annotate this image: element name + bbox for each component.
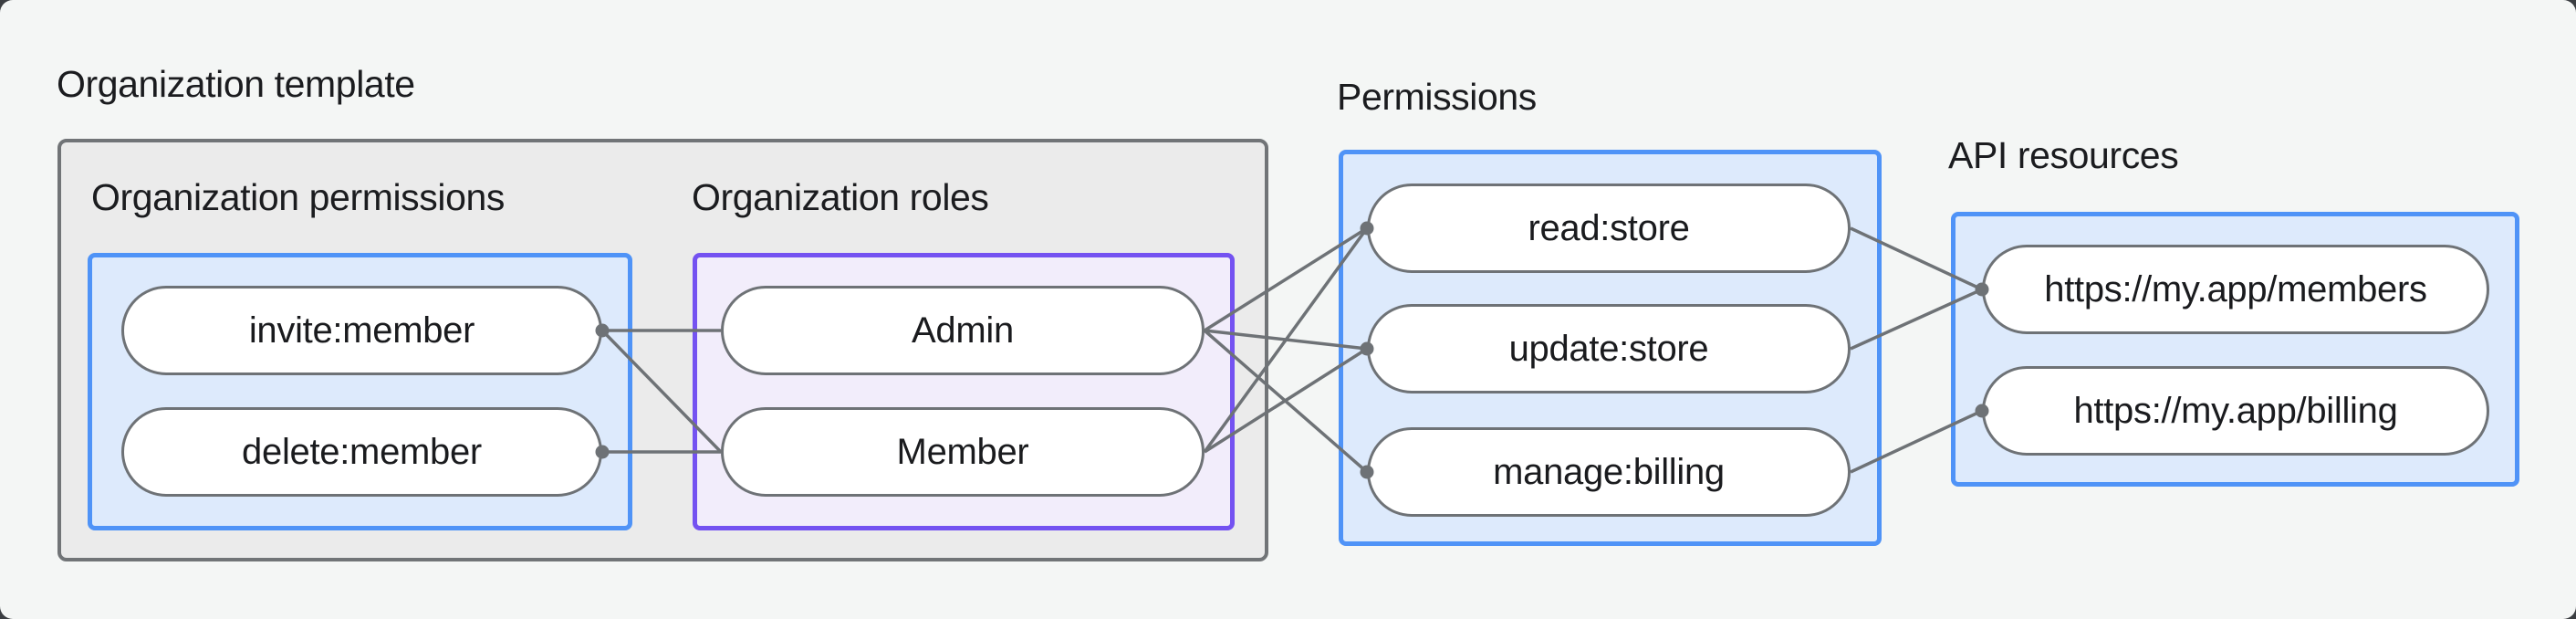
node-invite-member: invite:member xyxy=(121,286,602,375)
node-read-store: read:store xyxy=(1367,184,1851,273)
node-update-store: update:store xyxy=(1367,304,1851,393)
node-api-members-url: https://my.app/members xyxy=(1982,245,2489,334)
node-manage-billing: manage:billing xyxy=(1367,427,1851,517)
node-api-billing-url: https://my.app/billing xyxy=(1982,366,2489,456)
node-member-role: Member xyxy=(721,407,1205,497)
permissions-heading: Permissions xyxy=(1337,76,1537,118)
node-admin-role: Admin xyxy=(721,286,1205,375)
organization-permissions-heading: Organization permissions xyxy=(91,176,505,218)
api-resources-heading: API resources xyxy=(1948,134,2179,176)
organization-roles-heading: Organization roles xyxy=(692,176,989,218)
node-delete-member: delete:member xyxy=(121,407,602,497)
organization-template-heading: Organization template xyxy=(57,63,415,105)
